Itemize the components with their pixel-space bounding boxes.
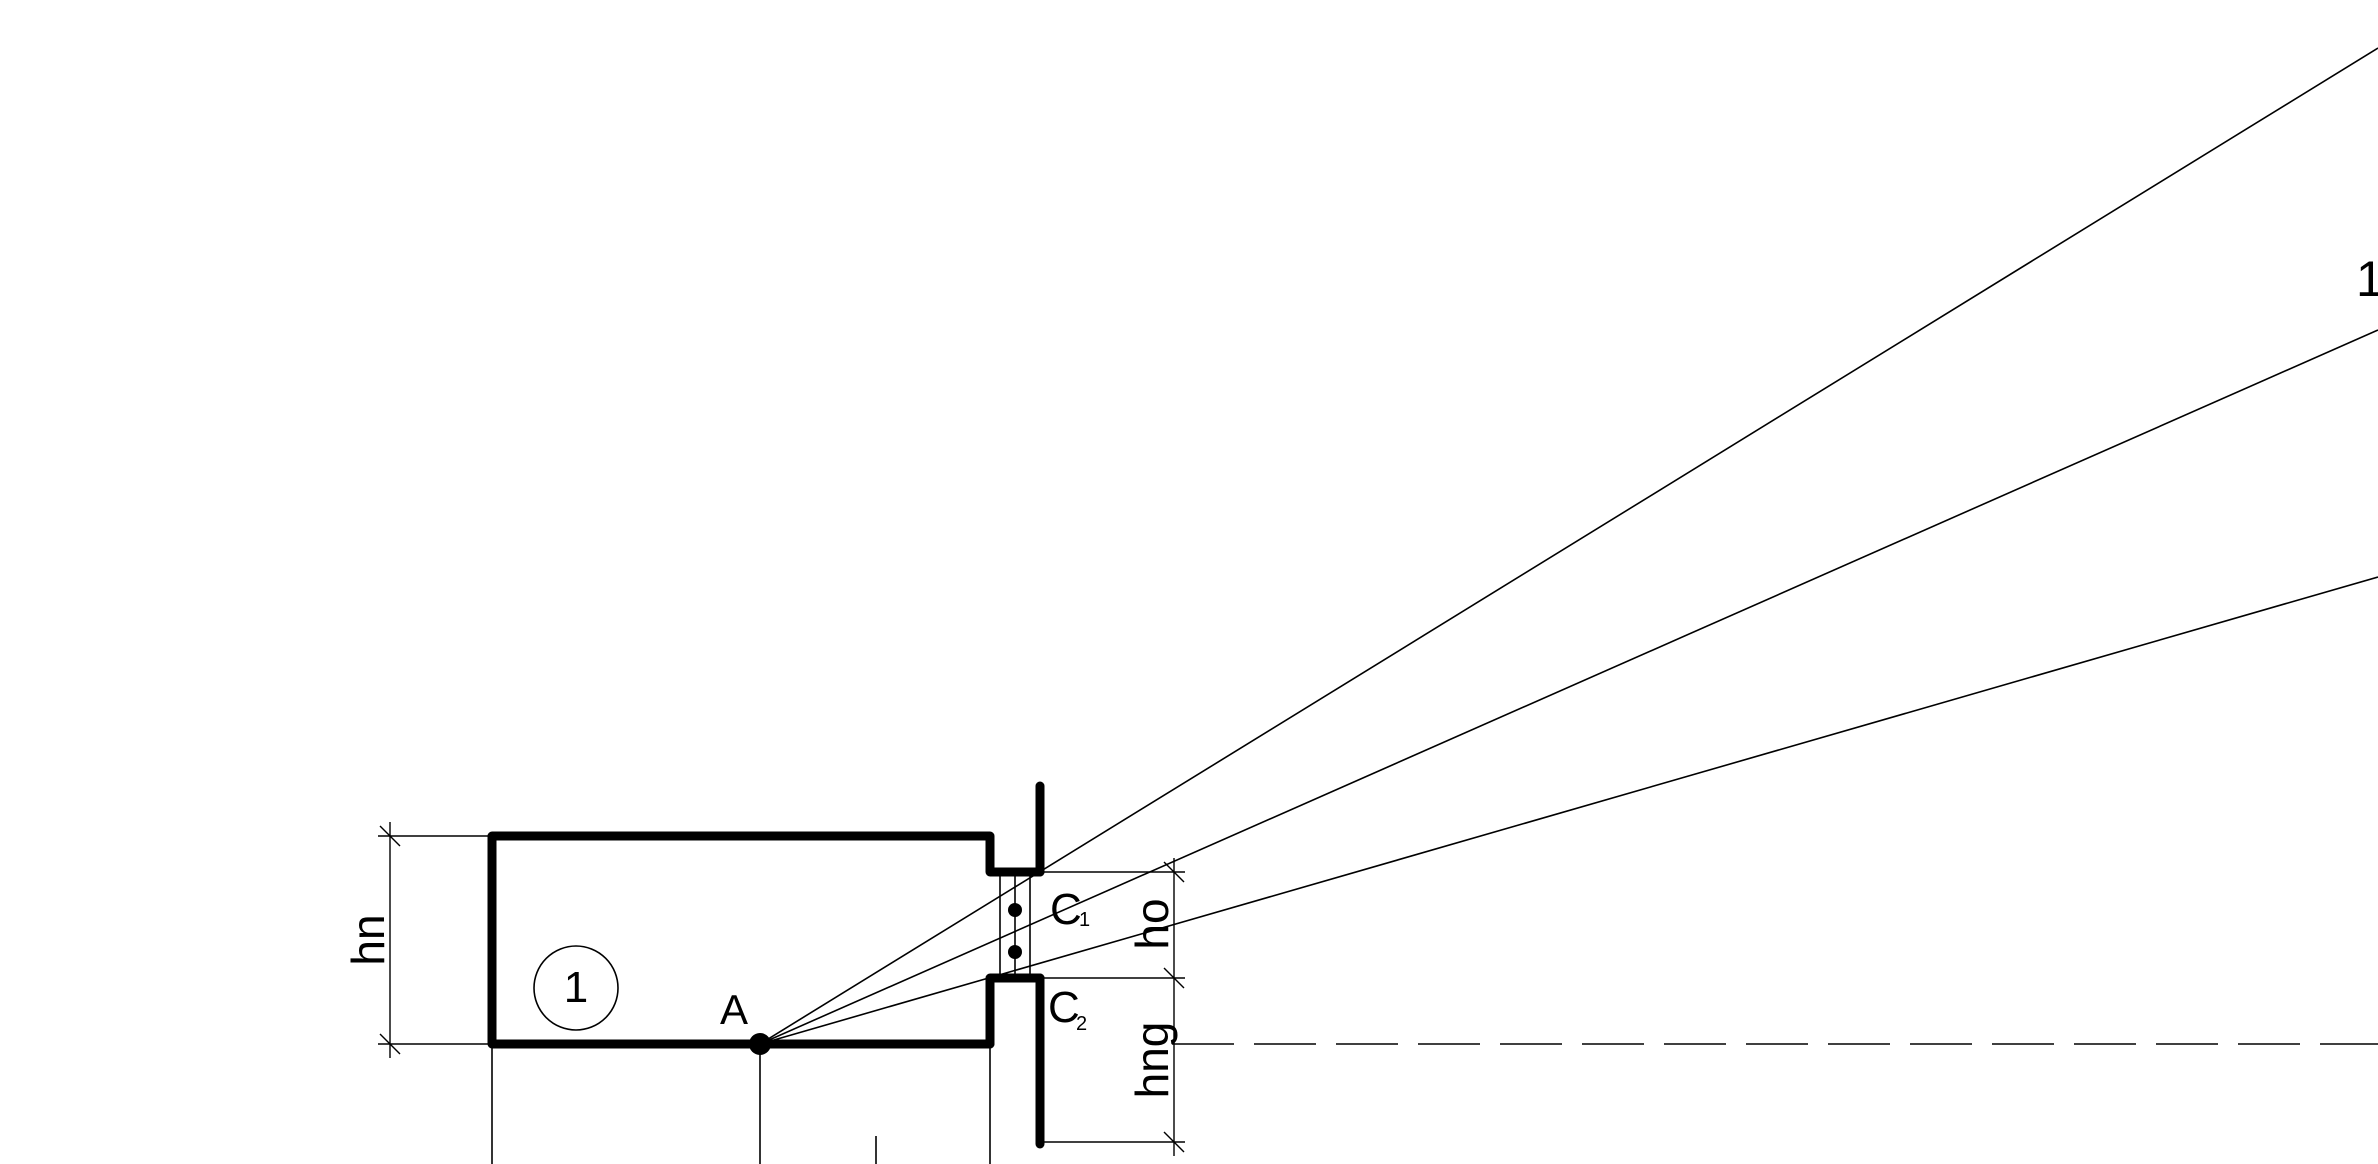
point-c2-subscript: 2 [1076,1013,1087,1035]
construction-lines [378,835,1185,1164]
ray-label: 1 [2356,251,2378,307]
room-outline-lower-wall [985,973,1045,1049]
dimension-hn [379,822,401,1058]
point-c1-dot [1008,903,1022,917]
dim-hn-tick-top [379,825,401,847]
sight-ray-middle [759,329,2378,1045]
room-number-label: 1 [564,963,588,1012]
dimension-ho-hng [1163,858,1185,1156]
dim-label-ho: ho [1126,898,1178,949]
point-a-dot [749,1033,771,1055]
dim-tick-opening-top [1163,861,1185,883]
point-c1-subscript: 1 [1079,909,1090,931]
point-c1-label: C [1050,885,1082,934]
dim-tick-opening-bottom [1163,967,1185,989]
dim-label-hn: hn [342,914,394,965]
dim-hn-tick-bottom [379,1033,401,1055]
room-outline [487,831,1045,1049]
point-c2-label: C [1048,983,1080,1032]
room-number-circle [533,945,619,1031]
sight-rays [759,47,2378,1045]
point-c2-dot [1008,945,1022,959]
dim-tick-wall-bottom [1163,1131,1185,1153]
point-a-label: A [720,986,748,1033]
dim-label-hng: hng [1126,1022,1178,1099]
sight-ray-upper [759,47,2378,1045]
